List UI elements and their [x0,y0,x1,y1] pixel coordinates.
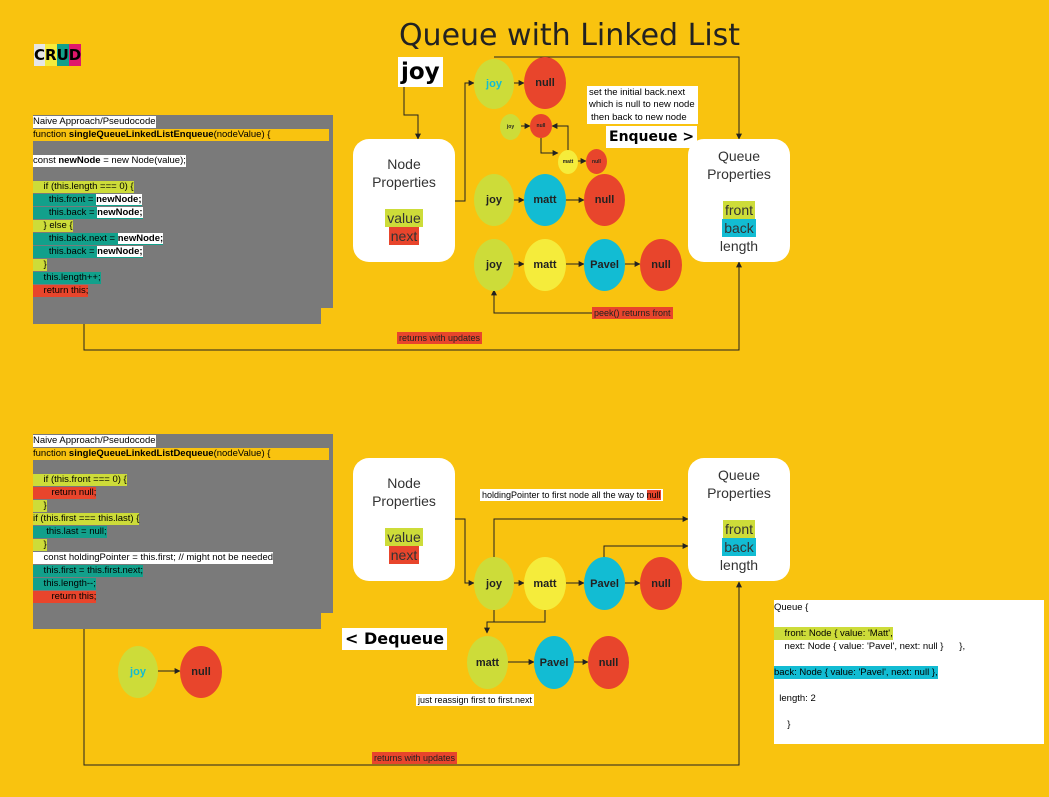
code-line: this.back.next = newNode; [33,233,164,245]
node-joy-removed: joy [118,646,158,698]
node-null: null [640,557,682,610]
enqueue-label: Enqueue > [606,126,698,148]
crud-badge: C R U D [34,44,82,66]
returns-with-updates-label: returns with updates [397,332,483,344]
node-matt: matt [524,174,566,226]
peek-label: peek() returns front [592,307,673,319]
node-null: null [588,636,629,689]
code-line: function singleQueueLinkedListEnqueue(no… [33,129,329,141]
node-matt: matt [524,557,566,610]
node-null: null [524,57,566,109]
queue-length-tag: length [719,238,759,254]
crud-letter-c: C [34,44,46,66]
code-line: return this; [33,285,89,297]
node-joy: joy [474,59,514,109]
node-joy-small: joy [500,114,521,140]
returns-with-updates-label: returns with updates [372,752,458,764]
code-line: this.first = this.first.next; [33,565,144,577]
code-line: this.length--; [33,578,96,590]
code-line: this.back = newNode; [33,246,143,258]
node-next-tag: next [388,546,420,564]
queue-object-line: length: 2 [774,693,816,704]
queue-length-tag: length [719,557,759,573]
dequeue-label: < Dequeue [342,628,448,650]
code-line: } else { [33,220,73,232]
node-value-tag: value [385,528,423,546]
node-null-small: null [586,149,607,174]
node-joy: joy [474,174,514,226]
code-line: Naive Approach/Pseudocode [33,116,156,128]
queue-object-line: Queue { [774,602,809,613]
node-pavel: Pavel [534,636,574,689]
diagram-title: Queue with Linked List [398,18,741,53]
queue-back-tag: back [722,538,756,556]
code-line: } [33,539,47,551]
holding-null-tag: null [646,490,661,500]
code-line: if (this.first === this.last) { [33,513,140,525]
reassign-label: just reassign first to first.next [416,694,535,706]
queue-object-line: front: Node { value: 'Matt', [774,627,893,640]
back-next-note: set the initial back.next which is null … [587,86,698,124]
code-line: this.front = newNode; [33,194,142,206]
node-matt-small: matt [558,150,578,174]
node-joy: joy [474,239,514,291]
queue-object-note: Queue { front: Node { value: 'Matt', nex… [774,600,1044,744]
queue-front-tag: front [722,201,755,219]
code-line: this.back = newNode; [33,207,143,219]
node-pavel: Pavel [584,557,625,610]
node-value-tag: value [385,209,423,227]
crud-letter-d: D [68,44,82,66]
code-line: } [33,259,47,271]
code-line: this.length++; [33,272,101,284]
code-line: } [33,500,47,512]
code-line: this.last = null; [33,526,107,538]
node-null-small: null [530,114,552,138]
node-matt: matt [524,239,566,291]
crud-letter-u: U [56,44,69,66]
code-line: if (this.length === 0) { [33,181,134,193]
code-line: const holdingPointer = this.first; // mi… [33,552,274,564]
node-matt: matt [467,636,508,689]
code-line: if (this.front === 0) { [33,474,127,486]
node-joy: joy [474,557,514,610]
holding-pointer-label: holdingPointer to first node all the way… [480,489,663,501]
code-line: const newNode = new Node(value); [33,155,186,167]
joy-new-node-label: joy [398,57,443,87]
node-next-tag: next [388,227,420,245]
queue-front-tag: front [722,520,755,538]
code-line: function singleQueueLinkedListDequeue(no… [33,448,329,460]
node-pavel: Pavel [584,239,625,291]
queue-object-line: next: Node { value: 'Pavel', next: null … [774,641,966,652]
node-null: null [180,646,222,698]
queue-back-tag: back [722,219,756,237]
code-block-notch [321,308,333,324]
code-line: Naive Approach/Pseudocode [33,435,156,447]
code-block-notch [321,613,333,629]
queue-object-line: back: Node { value: 'Pavel', next: null … [774,666,938,679]
node-null: null [584,174,625,226]
code-line: return null; [33,487,97,499]
node-null: null [640,239,682,291]
code-line: return this; [33,591,97,603]
crud-letter-r: R [45,44,57,66]
queue-object-line: } [774,719,791,730]
